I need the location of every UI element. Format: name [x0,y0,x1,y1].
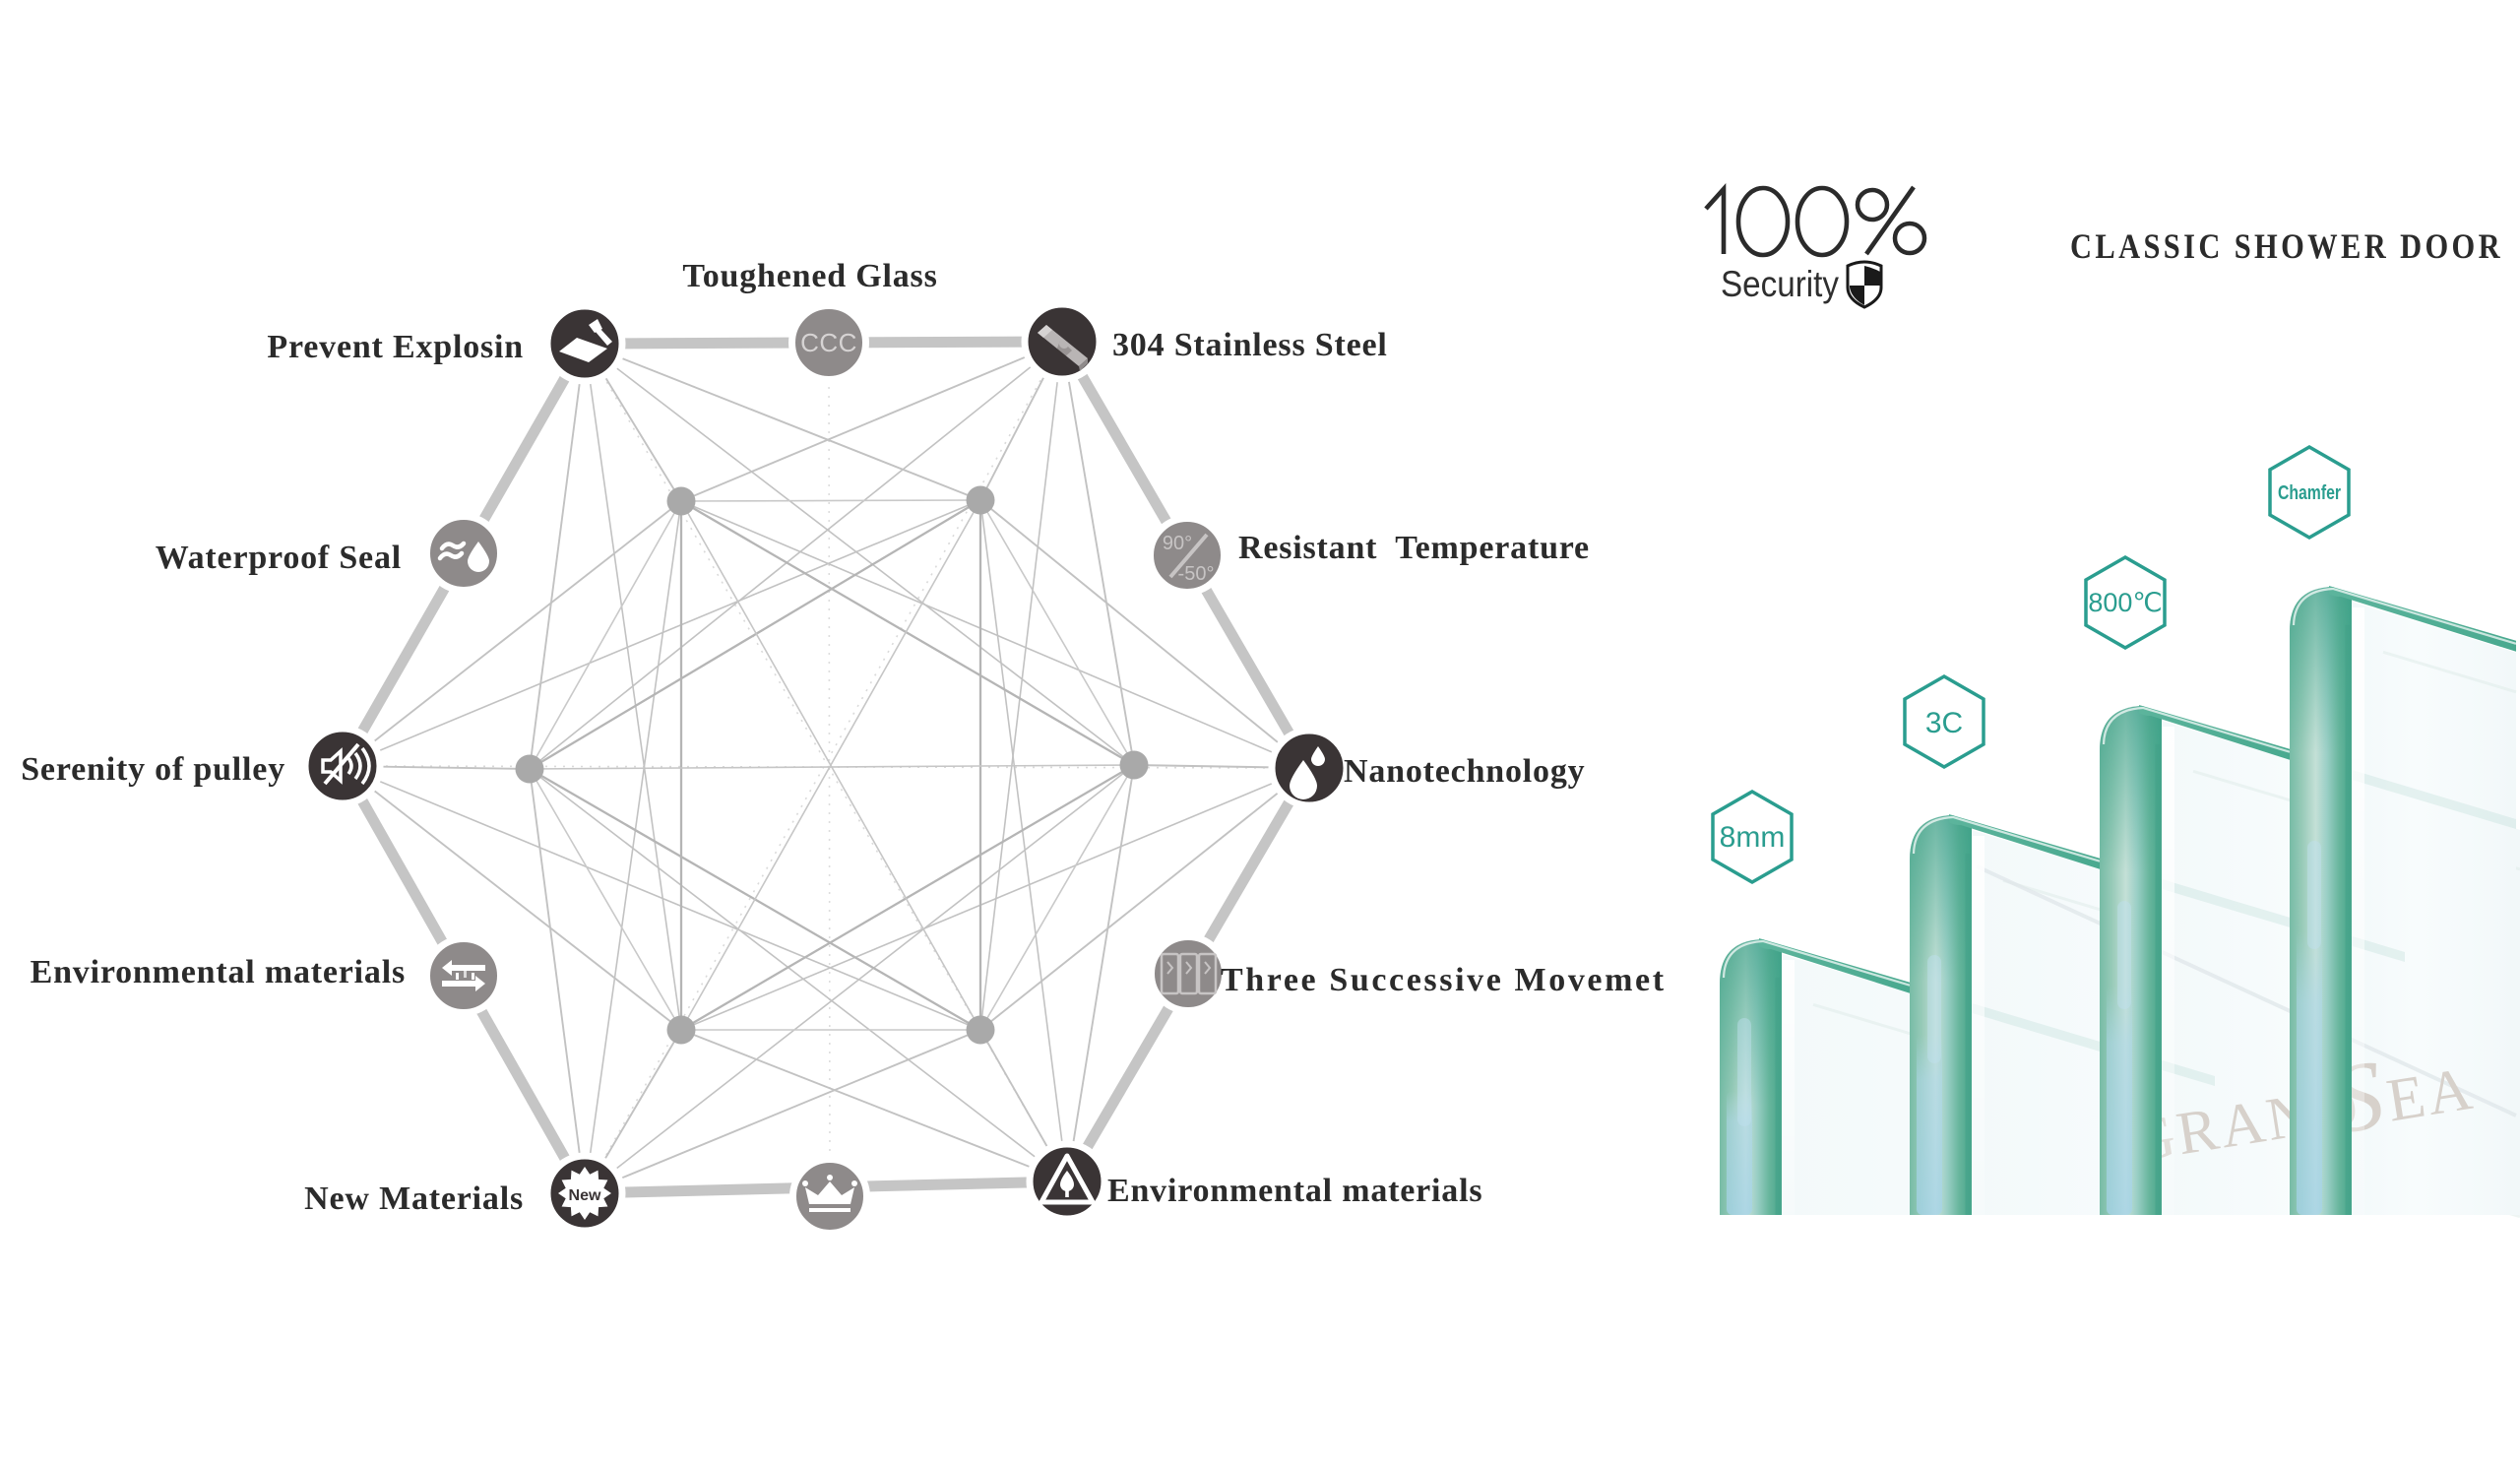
svg-text:304 Stainless Steel: 304 Stainless Steel [1112,327,1388,363]
svg-text:CLASSIC SHOWER DOOR: CLASSIC SHOWER DOOR [2070,226,2503,266]
svg-text:8mm: 8mm [1720,821,1786,854]
svg-text:New Materials: New Materials [304,1180,524,1217]
svg-text:Nanotechnology: Nanotechnology [1344,753,1585,790]
svg-text:EA: EA [2382,1054,2479,1134]
svg-text:Environmental materials: Environmental materials [1107,1173,1482,1209]
svg-text:Waterproof Seal: Waterproof Seal [156,540,402,576]
svg-text:-50°: -50° [1178,563,1215,585]
svg-text:800℃: 800℃ [2088,588,2162,617]
svg-text:Security: Security [1721,264,1839,304]
svg-text:Serenity of pulley: Serenity of pulley [21,751,285,788]
svg-text:CCC: CCC [800,328,857,357]
svg-text:3C: 3C [1925,707,1963,739]
svg-text:Three Successive Movemet: Three Successive Movemet [1221,962,1667,998]
svg-text:90°: 90° [1163,533,1192,554]
svg-text:Toughened Glass: Toughened Glass [682,258,937,294]
svg-text:Resistant Temperature: Resistant Temperature [1238,530,1590,566]
svg-text:Environmental materials: Environmental materials [31,954,406,990]
svg-text:Prevent Explosin: Prevent Explosin [267,329,524,365]
svg-text:New: New [569,1187,601,1204]
svg-text:Chamfer: Chamfer [2278,482,2341,504]
